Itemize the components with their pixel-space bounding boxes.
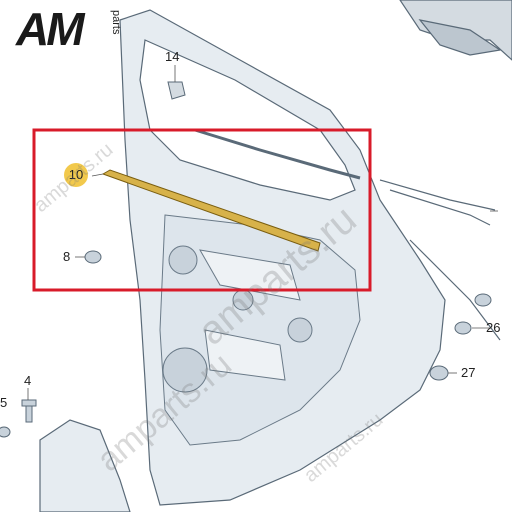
plug-26 xyxy=(454,321,472,335)
callout-14: 14 xyxy=(165,49,180,64)
callout-5: 5 xyxy=(0,395,8,410)
leader-lines xyxy=(27,65,498,400)
window-seal-strip xyxy=(101,169,321,252)
logo-brand: AM xyxy=(16,3,85,55)
body-trim xyxy=(379,179,501,341)
highlight-box xyxy=(32,128,372,292)
door-inner-panel xyxy=(159,214,361,446)
washer-5 xyxy=(0,426,11,438)
plug-27 xyxy=(429,365,449,381)
plug-8 xyxy=(84,250,102,264)
callout-10: 10 xyxy=(64,163,88,187)
callout-8: 8 xyxy=(63,249,71,264)
upper-seal-strip xyxy=(194,128,361,180)
logo-suffix: parts xyxy=(110,10,122,35)
logo: AM xyxy=(16,3,85,55)
bolt-4 xyxy=(21,399,37,423)
clip-14 xyxy=(167,81,186,100)
callout-26: 26 xyxy=(486,320,501,335)
quarter-window xyxy=(399,0,512,61)
callout-27: 27 xyxy=(461,365,476,380)
hinge xyxy=(39,419,131,513)
callout-4: 4 xyxy=(24,373,32,388)
plug-a xyxy=(474,293,492,307)
